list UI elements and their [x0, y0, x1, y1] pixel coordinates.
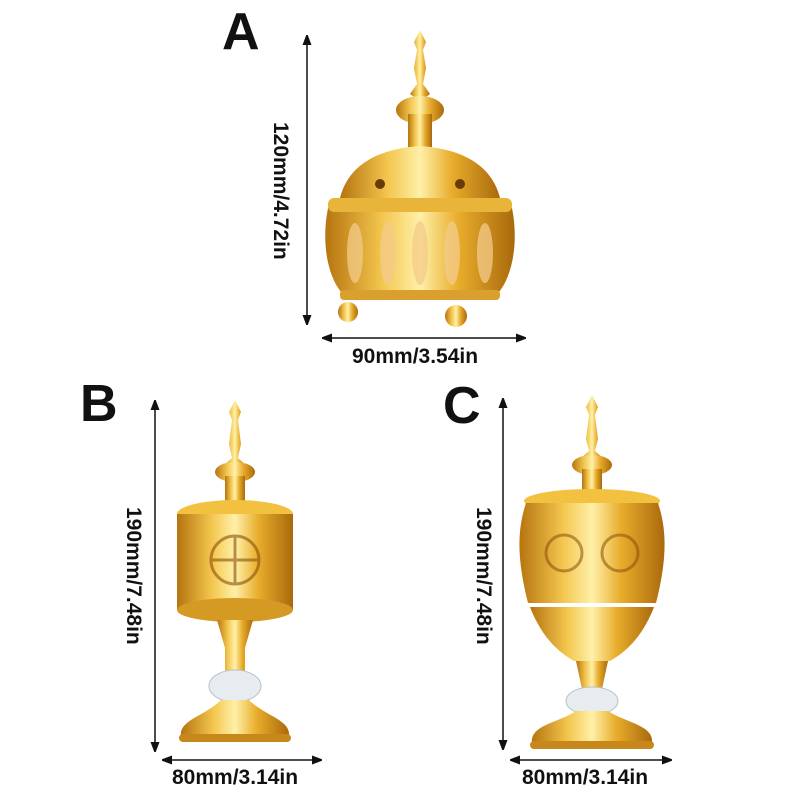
height-label-a: 120mm/4.72in	[269, 122, 292, 260]
width-arrow-a	[322, 333, 526, 343]
width-label-b: 80mm/3.14in	[172, 766, 299, 789]
width-arrow-b	[162, 755, 322, 765]
product-image-a	[325, 30, 515, 327]
product-label-b: B	[80, 375, 118, 433]
height-arrow-a	[302, 35, 312, 325]
product-image-c	[519, 395, 665, 749]
width-arrow-c	[510, 755, 672, 765]
height-label-c: 190mm/7.48in	[472, 507, 495, 645]
width-label-c: 80mm/3.14in	[522, 766, 649, 789]
width-label-a: 90mm/3.54in	[352, 345, 479, 368]
product-image-b	[177, 400, 293, 742]
product-label-a: A	[222, 3, 260, 61]
product-label-c: C	[443, 377, 481, 435]
height-arrow-c	[498, 398, 508, 750]
height-label-b: 190mm/7.48in	[122, 507, 145, 645]
height-arrow-b	[150, 400, 160, 752]
